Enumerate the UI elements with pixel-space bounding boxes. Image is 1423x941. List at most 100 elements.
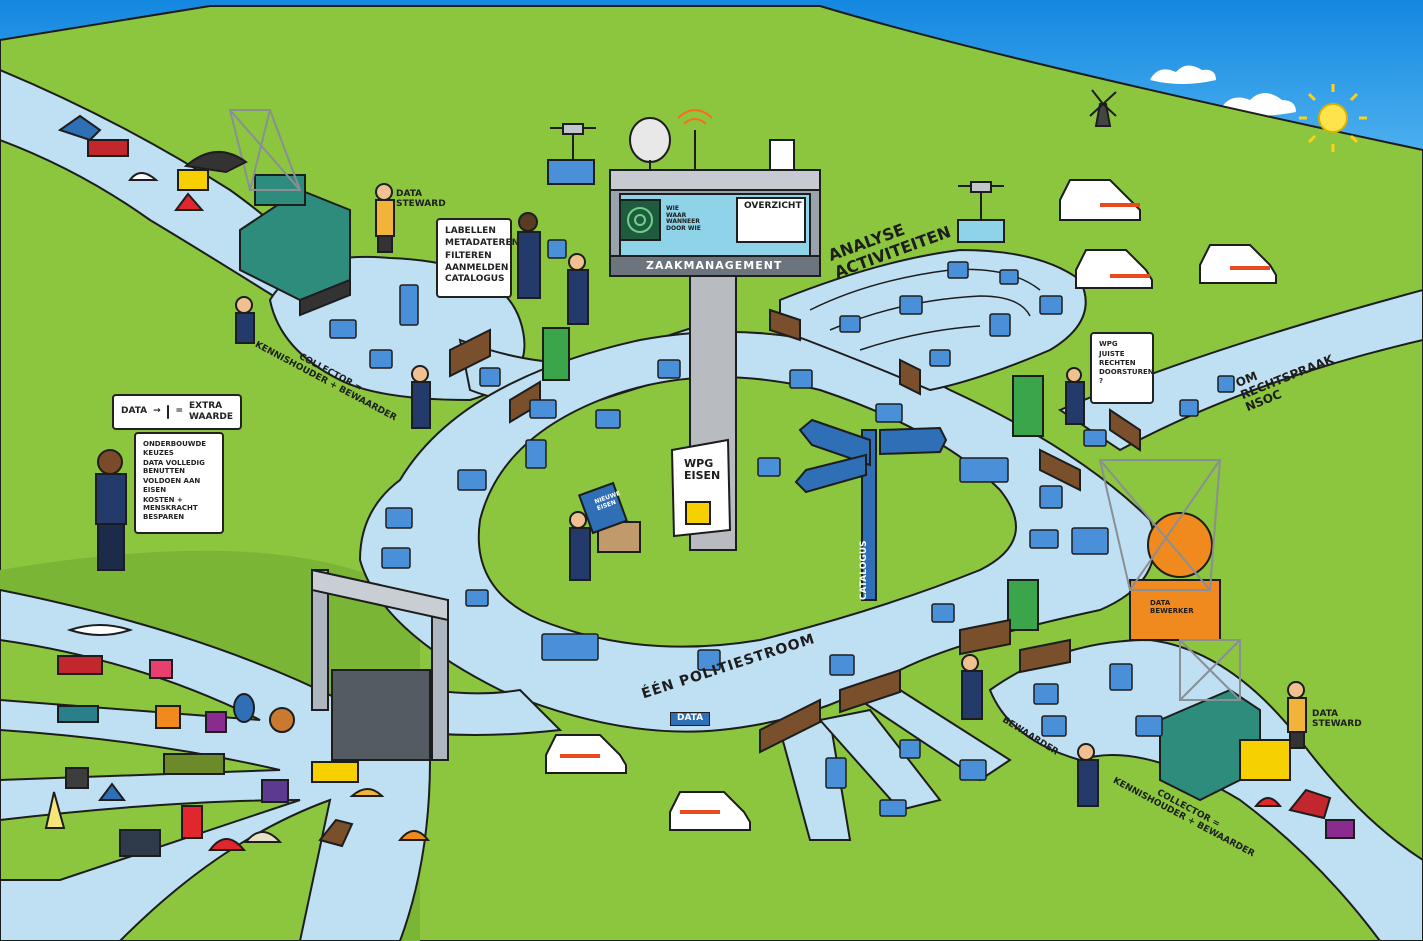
debris-bottom-right [1253, 788, 1355, 839]
data-package-icon [385, 507, 413, 529]
steward-task-item: METADATEREN [445, 238, 520, 249]
data-package-icon [529, 399, 557, 419]
data-package-icon [1029, 529, 1059, 549]
police-officer-icon [1077, 743, 1099, 807]
tower-screen-text: WIE WAAR WANNEER DOOR WIE [666, 205, 701, 232]
police-officer-icon [95, 449, 127, 571]
data-package-icon [947, 261, 969, 279]
data-package-icon [999, 269, 1019, 285]
data-package-icon [457, 469, 487, 491]
data-package-icon [789, 369, 813, 389]
sluice-gate [311, 568, 449, 761]
analysis-maze [779, 248, 1087, 392]
zaakmanagement-label: ZAAKMANAGEMENT [646, 259, 783, 272]
data-package-icon [1039, 295, 1063, 315]
data-package-icon [541, 633, 599, 661]
data-steward-icon [1287, 681, 1307, 749]
benefit-item: ONDERBOUWDE KEUZES [143, 440, 207, 457]
pylon-icon [1179, 639, 1241, 701]
data-package-icon [1071, 527, 1109, 555]
delta-debris [44, 624, 431, 857]
data-package-icon [1039, 485, 1063, 509]
wpg-item: DOORSTUREN ? [1099, 368, 1154, 385]
benefit-item: DATA VOLLEDIG BENUTTEN [143, 458, 205, 476]
door-icon [1012, 375, 1044, 437]
data-steward-label-top: DATA STEWARD [396, 189, 446, 209]
wpg-item: JUISTE RECHTEN [1099, 349, 1136, 367]
data-package-icon [381, 547, 411, 569]
channel-om [1057, 288, 1423, 452]
collector-machine-bottom [1159, 688, 1291, 802]
data-tag-label: DATA [670, 712, 711, 726]
data-package-icon [959, 457, 1009, 483]
data-package-icon [595, 409, 621, 429]
data-package-icon [479, 367, 501, 387]
equation-left: DATA [121, 406, 148, 417]
benefits-note: ONDERBOUWDE KEUZES DATA VOLLEDIG BENUTTE… [134, 432, 224, 534]
drone-icon [547, 123, 596, 185]
windmill-icon [1089, 89, 1117, 127]
police-officer-icon [961, 654, 983, 720]
sun-icon [1299, 84, 1367, 152]
data-package-icon [1179, 399, 1199, 417]
equation-right: EXTRA WAARDE [188, 400, 233, 422]
door-icon [1007, 579, 1039, 631]
data-package-icon [879, 799, 907, 817]
door-icon [542, 327, 570, 381]
data-package-icon [989, 313, 1011, 337]
police-car-icon [669, 791, 751, 831]
wpg-checklist-note: WPG JUISTE RECHTEN DOORSTUREN ? [1090, 332, 1154, 404]
debris-heap [57, 114, 248, 211]
steward-task-item: FILTEREN [445, 250, 492, 261]
data-package-icon [369, 349, 393, 369]
police-officer-icon [235, 296, 255, 344]
police-car-icon [545, 734, 627, 774]
police-officer-icon [567, 253, 589, 325]
data-package-icon [929, 349, 951, 367]
steward-task-item: AANMELDEN CATALOGUS [445, 262, 509, 284]
drone-icon [957, 181, 1005, 243]
data-package-icon [547, 239, 567, 259]
data-package-icon [839, 315, 861, 333]
data-package-icon [697, 649, 721, 671]
cloud [1150, 65, 1216, 84]
police-car-icon [1075, 249, 1153, 289]
data-package-icon [465, 589, 489, 607]
data-package-icon [1217, 375, 1235, 393]
equals-icon: = [175, 406, 183, 417]
satellite-dish-icon [629, 117, 671, 170]
data-package-icon [1041, 715, 1067, 737]
bag-icon [166, 405, 170, 419]
data-package-icon [1033, 683, 1059, 705]
data-bewerker-label: DATA BEWERKER [1150, 599, 1194, 615]
steward-task-item: LABELLEN [445, 226, 496, 236]
police-officer-icon [411, 365, 431, 429]
data-package-icon [1083, 429, 1107, 447]
police-officer-icon [569, 511, 591, 581]
pylon-icon [1098, 459, 1222, 591]
arrow-right-icon: → [153, 406, 161, 417]
data-steward-label-bottom: DATA STEWARD [1312, 709, 1362, 729]
wpg-board [670, 438, 732, 538]
benefit-item: VOLDOEN AAN EISEN [143, 477, 201, 494]
data-package-icon [899, 739, 921, 759]
value-equation-note: DATA → = EXTRA WAARDE [112, 394, 242, 430]
signpost [794, 418, 948, 601]
antenna-icon [677, 109, 795, 171]
catalogus-label: CATALOGUS [859, 540, 869, 600]
overzicht-label: OVERZICHT [744, 201, 802, 211]
data-package-icon [899, 295, 923, 315]
data-package-icon [525, 439, 547, 469]
data-package-icon [875, 403, 903, 423]
fences [449, 308, 1141, 754]
data-package-icon [329, 319, 357, 339]
data-package-icon [959, 759, 987, 781]
data-package-icon [1109, 663, 1133, 691]
benefit-item: KOSTEN + MENSKRACHT BESPAREN [143, 495, 198, 522]
data-package-icon [399, 284, 419, 326]
data-package-icon [757, 457, 781, 477]
data-steward-icon [375, 183, 395, 253]
wpg-item: WPG [1099, 340, 1118, 348]
